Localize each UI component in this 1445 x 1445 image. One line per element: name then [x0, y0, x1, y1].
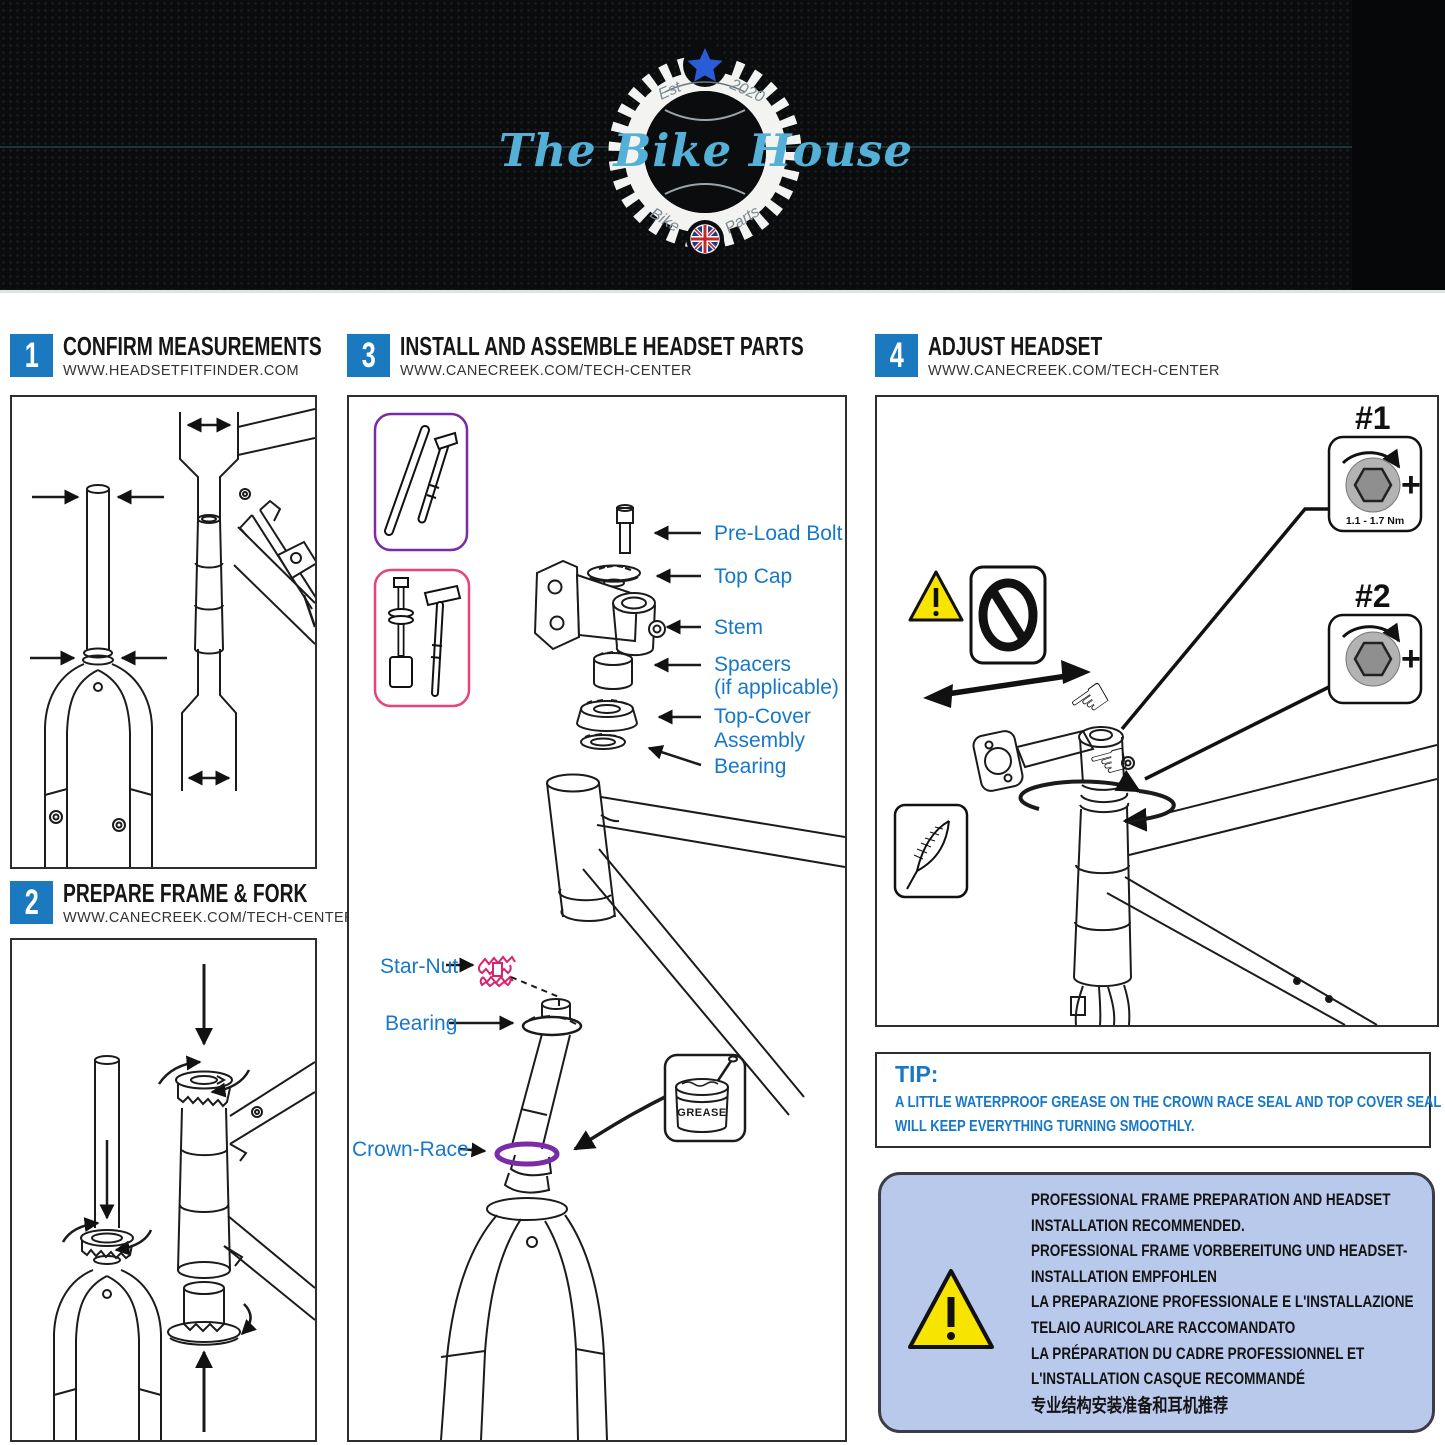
stem-part: [533, 559, 666, 657]
fork-part: [440, 1033, 608, 1440]
tool-1-plus: +: [1401, 466, 1421, 504]
slide-hammer-toolbox: [373, 412, 469, 552]
caliper-icon: [238, 499, 315, 628]
hex-key-2-icon: #2 +: [1327, 578, 1423, 705]
step-4-title: ADJUST HEADSET: [928, 331, 1103, 361]
label-crown-race: Crown-Race: [352, 1138, 469, 1161]
hex-key-1-icon: #1 + 1.1 - 1.7 Nm: [1327, 400, 1423, 533]
no-turn-icon: [969, 565, 1047, 665]
tip-box: TIP: A LITTLE WATERPROOF GREASE ON THE C…: [875, 1052, 1441, 1148]
uk-flag-icon: [690, 224, 720, 254]
pointing-hand-icons: ☜ ☜: [1058, 667, 1136, 792]
star-nut-part: [477, 955, 516, 988]
measure-diagram: [30, 408, 315, 867]
label-bearing-upper: Bearing: [714, 755, 786, 778]
side-to-side-arrow: [923, 660, 1091, 708]
label-star-nut: Star-Nut: [380, 955, 458, 978]
feather-icon: [893, 803, 969, 899]
grease-can-label: GREASE: [677, 1107, 726, 1119]
bearing-lower-part: [521, 998, 583, 1037]
label-top-cover-1: Top-Cover: [714, 705, 811, 728]
step-1-url: WWW.HEADSETFITFINDER.COM: [63, 363, 299, 379]
step-4-url: WWW.CANECREEK.COM/TECH-CENTER: [928, 363, 1220, 379]
label-top-cap: Top Cap: [714, 565, 792, 588]
label-bearing-lower: Bearing: [385, 1012, 457, 1035]
header-banner: Est 2020 Bike Parts The Bike House: [0, 0, 1445, 293]
spacers-part: [593, 651, 633, 690]
step-1-header: 1 CONFIRM MEASUREMENTS WWW.HEADSETFITFIN…: [10, 331, 413, 379]
frame-stem-diagram: [972, 726, 1437, 1025]
step-2-url: WWW.CANECREEK.COM/TECH-CENTER: [63, 910, 355, 926]
label-spacers: Spacers: [714, 653, 791, 676]
step-1-title: CONFIRM MEASUREMENTS: [63, 331, 322, 361]
crown-race-part: [494, 1141, 560, 1167]
step-2-number: 2: [10, 881, 53, 924]
banner-bottom-line: [0, 290, 1445, 293]
panel-install-assemble: Pre-Load Bolt Top Cap Stem Spacers (if a…: [347, 395, 847, 1442]
label-stem: Stem: [714, 616, 763, 639]
assembly-diagram: Pre-Load Bolt Top Cap Stem Spacers (if a…: [352, 412, 845, 1440]
step-3-header: 3 INSTALL AND ASSEMBLE HEADSET PARTS WWW…: [347, 331, 946, 379]
press-toolbox: [373, 568, 471, 708]
notice-warning-icon: [908, 1269, 994, 1349]
tool-1-torque: 1.1 - 1.7 Nm: [1346, 515, 1404, 527]
step-3-number: 3: [347, 334, 390, 377]
star-icon: [687, 48, 723, 82]
pre-load-bolt-part: [616, 504, 634, 554]
prepare-diagram: [53, 964, 315, 1440]
grease-can-icon: [663, 1053, 747, 1143]
tool-1-label: #1: [1355, 400, 1391, 436]
panel-prepare-frame-fork: [10, 938, 317, 1442]
tip-heading: TIP:: [895, 1061, 939, 1087]
step-2-title: PREPARE FRAME & FORK: [63, 878, 308, 908]
step-3-url: WWW.CANECREEK.COM/TECH-CENTER: [400, 363, 692, 379]
banner-right-strip: [1352, 0, 1445, 293]
logo-title: The Bike House: [498, 124, 914, 177]
notice-text: PROFESSIONAL FRAME PREPARATION AND HEADS…: [1031, 1191, 1414, 1416]
label-top-cover-2: Assembly: [714, 729, 806, 752]
bearing-upper-part: [580, 733, 626, 750]
frame-head-tube: [546, 773, 845, 1116]
step-3-title: INSTALL AND ASSEMBLE HEADSET PARTS: [400, 331, 804, 361]
tool-2-label: #2: [1355, 578, 1391, 614]
chainring-logo: Est 2020 Bike Parts: [608, 43, 802, 258]
tip-line-1: A LITTLE WATERPROOF GREASE ON THE CROWN …: [895, 1094, 1442, 1111]
step-4-number: 4: [875, 334, 918, 377]
chainring-center: [644, 91, 766, 213]
notice-box: PROFESSIONAL FRAME PREPARATION AND HEADS…: [878, 1172, 1435, 1433]
label-spacers-note: (if applicable): [714, 676, 839, 699]
panel-adjust-headset: #1 + 1.1 - 1.7 Nm #2 +: [875, 395, 1439, 1027]
panel-confirm-measurements: [10, 395, 317, 869]
label-pre-load-bolt: Pre-Load Bolt: [714, 522, 843, 545]
top-cover-part: [576, 699, 638, 732]
adjust-diagram: #1 + 1.1 - 1.7 Nm #2 +: [893, 400, 1437, 1025]
step-4-header: 4 ADJUST HEADSET WWW.CANECREEK.COM/TECH-…: [875, 331, 1220, 379]
warning-icon: [908, 570, 964, 622]
step-1-number: 1: [10, 334, 53, 377]
step-2-header: 2 PREPARE FRAME & FORK WWW.CANECREEK.COM…: [10, 878, 393, 926]
tool-2-plus: +: [1401, 640, 1421, 678]
tip-line-2: WILL KEEP EVERYTHING TURNING SMOOTHLY.: [895, 1118, 1195, 1135]
